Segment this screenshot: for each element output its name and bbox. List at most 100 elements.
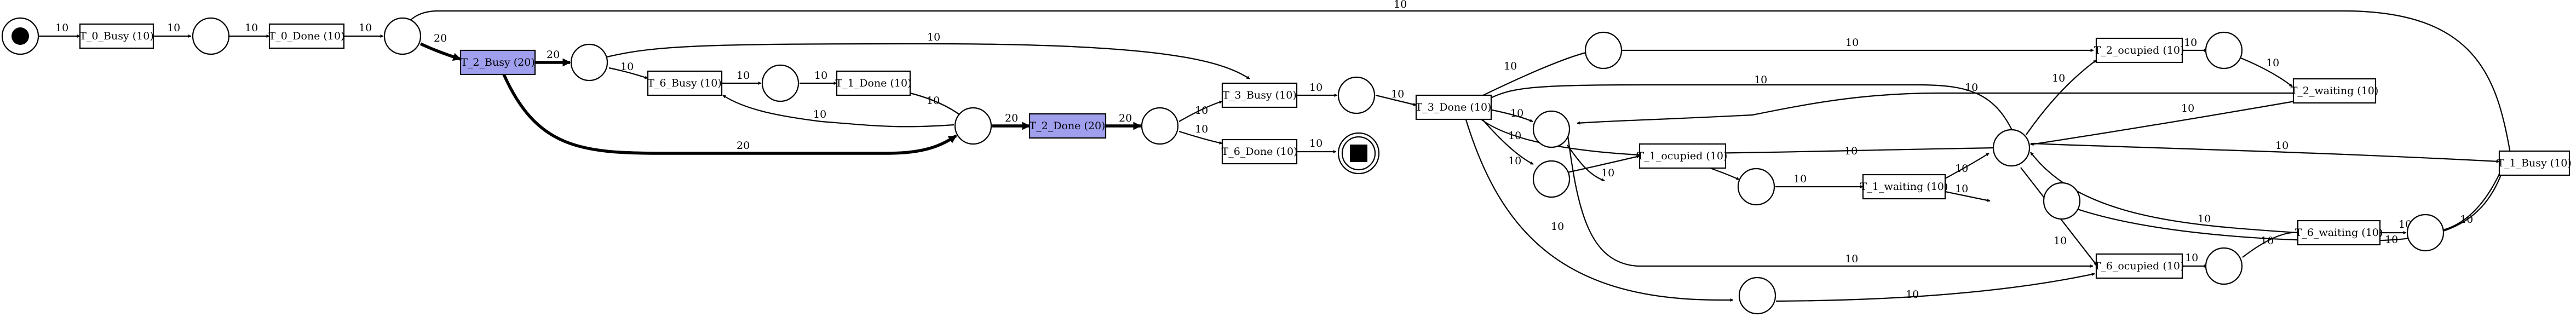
places <box>1 17 2445 315</box>
edge-label-e24: 10 <box>1508 130 1521 142</box>
edge-label-e16: 10 <box>1195 105 1208 117</box>
edge-label-e50: 10 <box>1394 0 1407 10</box>
edge-label-e4: 10 <box>359 22 372 34</box>
place-p12 <box>1737 168 1775 206</box>
transition-t6w <box>2297 220 2381 246</box>
edge-e28 <box>1567 155 1640 174</box>
edge-e45 <box>2030 142 2500 163</box>
place-p16 <box>2406 214 2445 252</box>
edge-e8 <box>606 43 1250 79</box>
edge-label-e37: 10 <box>1845 37 1859 49</box>
edge-label-e17: 10 <box>1195 123 1208 135</box>
edge-label-e11: 10 <box>814 70 827 82</box>
edge-label-e22: 10 <box>1754 74 1767 86</box>
transition-t3b <box>1221 82 1298 108</box>
transition-label-t3d: T_3_Done (10) <box>1416 101 1492 113</box>
place-p3 <box>570 43 608 82</box>
initial-token-icon <box>12 27 29 45</box>
edge-label-e39: 10 <box>2266 57 2279 69</box>
edge-label-e29: 10 <box>1845 253 1858 265</box>
edge-e26 <box>1464 116 1734 302</box>
edge-e39 <box>2240 57 2293 87</box>
edge-label-e15: 20 <box>1119 112 1132 124</box>
transition-label-t0b: T_0_Busy (10) <box>79 30 154 42</box>
transition-label-t6o: T_6_ocupied (10) <box>2094 260 2184 272</box>
edge-label-e20: 10 <box>1391 88 1404 100</box>
place-p2 <box>383 17 422 55</box>
transition-label-t0d: T_0_Done (10) <box>269 30 345 42</box>
edge-label-e41: 10 <box>2181 102 2194 114</box>
transition-label-t2o: T_2_ocupied (10) <box>2094 44 2184 56</box>
transition-t2o <box>2095 37 2183 64</box>
place-p11 <box>1738 276 1776 315</box>
transition-t0b <box>79 23 154 49</box>
edge-label-e25: 10 <box>1508 155 1521 167</box>
edge-e16 <box>1178 100 1223 122</box>
transition-t1o <box>1638 143 1727 169</box>
place-p15 <box>2205 31 2243 70</box>
edge-label-e8: 10 <box>927 31 940 43</box>
transition-label-t6w: T_6_waiting (10) <box>2295 227 2383 239</box>
edge-e40 <box>1577 92 2293 125</box>
place-p13 <box>1992 129 2031 167</box>
edge-label-e1: 10 <box>55 22 68 34</box>
final-token-icon <box>1350 145 1367 162</box>
edge-label-e10: 10 <box>737 70 750 82</box>
transition-t1b <box>2498 150 2571 176</box>
transition-t2d <box>1028 113 1107 139</box>
edge-label-e14: 20 <box>1005 112 1018 124</box>
edge-label-e38: 10 <box>2184 37 2197 49</box>
transition-t1d <box>836 70 911 96</box>
place-p4 <box>761 64 800 102</box>
edge-label-e33: 10 <box>1955 163 1968 175</box>
edge-label-e32: 10 <box>1793 173 1807 185</box>
edges: 10 10 10 10 20 20 20 10 10 10 10 10 10 2… <box>38 0 2511 302</box>
transition-label-t1d: T_1_Done (10) <box>836 77 912 89</box>
edge-label-e42: 10 <box>2198 213 2211 225</box>
transition-label-t1b: T_1_Busy (10) <box>2497 157 2572 169</box>
edge-label-e40: 10 <box>1965 82 1978 94</box>
place-p10 <box>1532 160 1571 198</box>
transition-t2b <box>459 49 536 76</box>
edge-e7 <box>502 73 957 155</box>
edge-label-e13: 10 <box>813 108 826 120</box>
transition-t2w <box>2292 78 2377 104</box>
transition-t6d <box>1221 139 1298 165</box>
transition-label-t6b: T_6_Busy (10) <box>647 77 722 89</box>
edge-label-e46: 10 <box>2385 234 2398 246</box>
edge-label-e19: 10 <box>1309 137 1323 149</box>
edge-e21 <box>1478 51 1589 98</box>
edge-label-e6: 20 <box>547 49 560 61</box>
transition-label-t1w: T_1_waiting (10) <box>1860 181 1948 193</box>
transition-t6o <box>2095 253 2183 279</box>
edge-label-e9: 10 <box>620 61 634 73</box>
edge-label-e34: 10 <box>1955 183 1968 195</box>
edge-e44 <box>2443 164 2505 231</box>
transition-label-t6d: T_6_Done (10) <box>1222 146 1298 158</box>
place-p7 <box>1337 76 1376 114</box>
edge-label-e36: 10 <box>2052 72 2065 84</box>
edge-e5 <box>419 42 462 61</box>
edge-label-e26: 10 <box>1551 221 1564 233</box>
edge-e41 <box>2030 100 2295 146</box>
edge-e24 <box>1475 114 1640 157</box>
edge-label-e12: 10 <box>927 95 940 107</box>
transitions: T_0_Busy (10) T_0_Done (10) T_2_Busy (20… <box>79 23 2572 279</box>
edge-label-e21: 10 <box>1504 60 1517 72</box>
place-p5 <box>954 107 992 145</box>
place-p9 <box>1532 110 1571 148</box>
edge-e17 <box>1178 130 1223 145</box>
transition-t0d <box>268 23 345 49</box>
edge-e36 <box>2026 60 2097 135</box>
edge-e9 <box>608 67 648 79</box>
transition-label-t1o: T_1_ocupied (10) <box>1637 150 1728 162</box>
edge-label-e2: 10 <box>167 22 180 34</box>
edge-label-e30: 10 <box>1906 289 1919 301</box>
edge-label-e7: 20 <box>737 140 750 152</box>
transition-t3d <box>1415 94 1492 120</box>
edge-e34 <box>1945 191 1991 202</box>
edge-label-e35: 10 <box>1844 145 1858 157</box>
transition-label-t3b: T_3_Busy (10) <box>1222 89 1297 101</box>
